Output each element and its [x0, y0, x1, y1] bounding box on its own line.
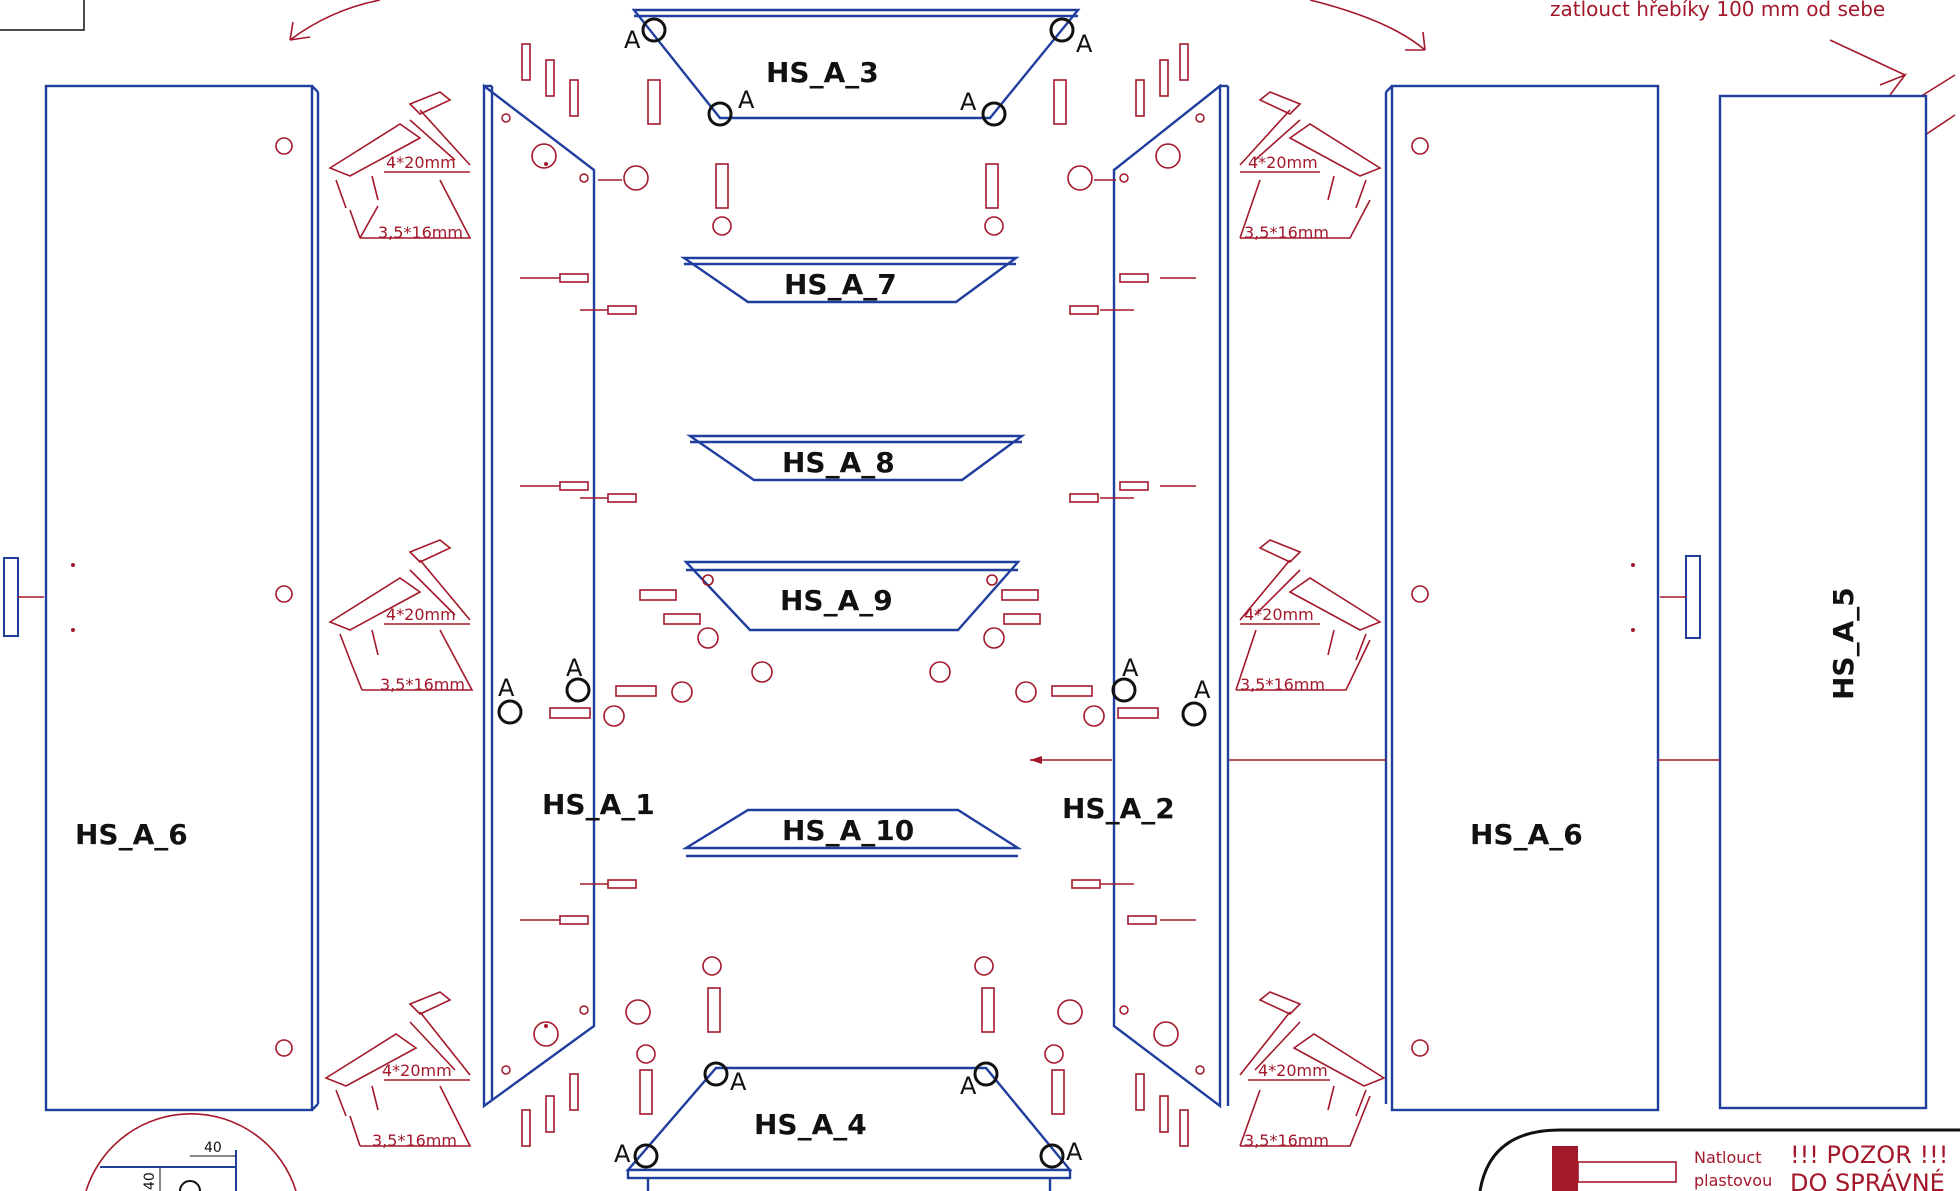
detail-callout [85, 1112, 297, 1191]
hinge-group-right-mid [1235, 539, 1429, 691]
panel-label-hs-a-6-right: HS_A_6 [1470, 818, 1583, 851]
svg-text:A: A [624, 26, 641, 54]
screw-label-4x20-right-mid: 4*20mm [1244, 605, 1314, 624]
detail-dim-horizontal: 40 [204, 1140, 222, 1156]
svg-text:A: A [738, 86, 755, 114]
note-plastovou: plastovou [1694, 1171, 1772, 1190]
panel-hs-a-5: HS_A_5 [1718, 94, 1928, 1110]
panel-label-hs-a-8: HS_A_8 [782, 446, 895, 479]
panel-label-hs-a-4: HS_A_4 [754, 1108, 867, 1141]
shelf-hs-a-8: HS_A_8 [686, 434, 1026, 482]
shelf-hs-a-9: HS_A_9 [683, 560, 1021, 632]
note-natlouct: Natlouct [1694, 1148, 1762, 1167]
screw-label-4x20-left-bottom: 4*20mm [382, 1061, 452, 1080]
screw-label-4x20-right-bottom: 4*20mm [1258, 1061, 1328, 1080]
svg-text:A: A [1066, 1138, 1083, 1166]
panel-label-hs-a-9: HS_A_9 [780, 584, 893, 617]
hinge-group-right-bottom [1239, 991, 1429, 1147]
panel-label-hs-a-10: HS_A_10 [782, 814, 914, 847]
svg-text:A: A [614, 1140, 631, 1168]
screw-label-4x20-right-top: 4*20mm [1248, 153, 1318, 172]
frame-corner [0, 0, 85, 31]
door-handle-left [3, 557, 19, 637]
panel-label-hs-a-5: HS_A_5 [1827, 587, 1860, 700]
panel-label-hs-a-7: HS_A_7 [784, 268, 897, 301]
panel-label-hs-a-1: HS_A_1 [542, 788, 655, 821]
svg-text:A: A [960, 1072, 977, 1100]
screw-label-35x16-right-top: 3,5*16mm [1244, 223, 1329, 242]
shelf-hs-a-10: HS_A_10 [681, 808, 1023, 858]
svg-text:A: A [1194, 676, 1211, 704]
hinge-group-left-bottom [275, 991, 472, 1147]
svg-text:A: A [960, 88, 977, 116]
screw-label-35x16-left-mid: 3,5*16mm [380, 675, 465, 694]
screw-label-35x16-left-top: 3,5*16mm [378, 223, 463, 242]
panel-label-hs-a-2: HS_A_2 [1062, 792, 1175, 825]
warning-title: !!! POZOR !!! [1790, 1141, 1948, 1169]
shelf-9-fittings [639, 574, 1041, 683]
note-nails: zatlouct hřebíky 100 mm od sebe [1550, 0, 1885, 21]
panel-hs-a-3: HS_A_3 [631, 8, 1081, 120]
panel-hs-a-4: HS_A_4 [625, 1066, 1073, 1191]
screw-label-35x16-right-bottom: 3,5*16mm [1244, 1131, 1329, 1150]
screw-label-4x20-left-mid: 4*20mm [386, 605, 456, 624]
panel-hs-a-6-left: HS_A_6 [44, 84, 320, 1112]
right-panel-dowels [1015, 273, 1196, 1047]
left-panel-dowels [520, 162, 693, 1047]
panel-hs-a-1: HS_A_1 [482, 83, 655, 1109]
rotation-arrow-left [289, 0, 381, 41]
panel-hs-a-2: HS_A_2 [1062, 83, 1230, 1109]
panel-holes [501, 113, 1205, 1075]
shelf-hs-a-7: HS_A_7 [680, 256, 1020, 304]
detail-dim-vertical: 40 [142, 1172, 158, 1190]
warning-subtitle: DO SPRÁVNÉ [1790, 1168, 1945, 1191]
svg-text:A: A [1122, 654, 1139, 682]
screw-label-35x16-right-mid: 3,5*16mm [1240, 675, 1325, 694]
marker-labels: A A A A A A A A A A A A [498, 26, 1211, 1168]
top-fittings [521, 43, 1189, 236]
panel-hs-a-6-right: HS_A_6 [1384, 84, 1660, 1112]
panel-label-hs-a-3: HS_A_3 [766, 56, 879, 89]
hinge-group-right-top [1239, 91, 1429, 239]
rotation-arrow-right [1309, 0, 1426, 51]
svg-text:A: A [566, 654, 583, 682]
panel-label-hs-a-6-left: HS_A_6 [75, 818, 188, 851]
warning-box [1478, 1128, 1960, 1191]
hinge-group-left-top [275, 91, 472, 239]
svg-text:A: A [498, 674, 515, 702]
svg-text:A: A [1076, 30, 1093, 58]
screw-label-35x16-left-bottom: 3,5*16mm [372, 1131, 457, 1150]
svg-text:A: A [730, 1068, 747, 1096]
hinge-group-left-mid [275, 539, 474, 691]
connection-markers [497, 17, 1207, 1169]
bottom-fittings [521, 956, 1189, 1147]
screw-label-4x20-left-top: 4*20mm [386, 153, 456, 172]
door-handle-right [1685, 555, 1701, 639]
